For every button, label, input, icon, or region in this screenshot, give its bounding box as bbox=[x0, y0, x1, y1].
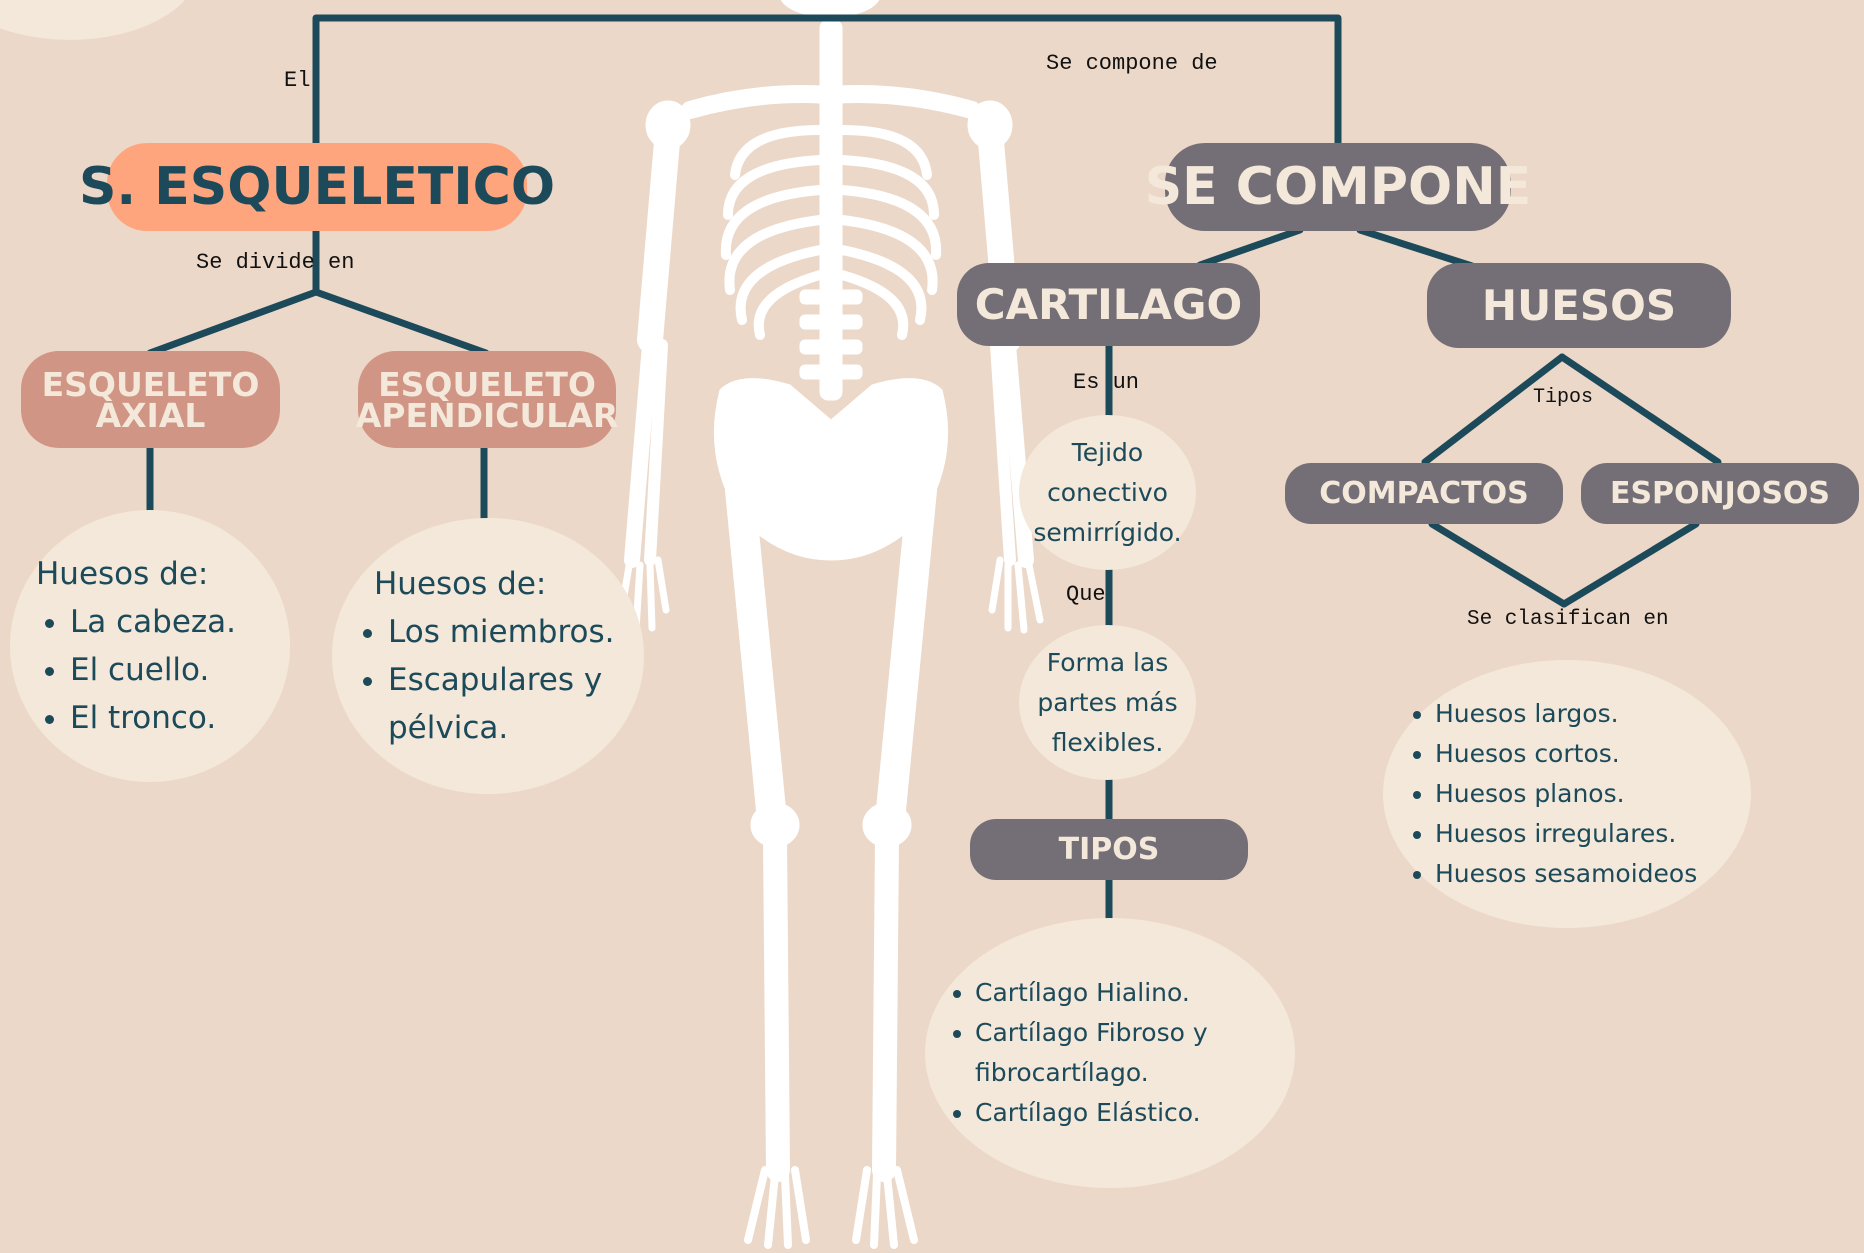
node-compactos: COMPACTOS bbox=[1285, 463, 1563, 524]
list-item: Huesos sesamoideos bbox=[1435, 854, 1751, 894]
list-item: El tronco. bbox=[70, 694, 290, 742]
list-item: Huesos largos. bbox=[1435, 694, 1751, 734]
bubble-tipos-cartilago-list: Cartílago Hialino. Cartílago Fibroso y f… bbox=[945, 973, 1281, 1133]
node-tipos-cartilago: TIPOS bbox=[970, 819, 1248, 880]
node-esponjosos: ESPONJOSOS bbox=[1581, 463, 1859, 524]
node-esqueleto-apendicular: ESQUELETO APENDICULAR bbox=[358, 351, 616, 448]
bubble-forma-text: Forma las partes más flexibles. bbox=[1029, 643, 1186, 763]
list-item: Huesos irregulares. bbox=[1435, 814, 1751, 854]
bubble-tejido-text: Tejido conectivo semirrígido. bbox=[1025, 433, 1190, 553]
bubble-clasificacion-list: Huesos largos. Huesos cortos. Huesos pla… bbox=[1403, 694, 1751, 894]
label-tipos: Tipos bbox=[1533, 386, 1593, 409]
bubble-apendicular-list: Los miembros. Escapulares y pélvica. bbox=[354, 608, 624, 752]
list-item: La cabeza. bbox=[70, 598, 290, 646]
node-huesos: HUESOS bbox=[1427, 263, 1731, 348]
node-esqueleto-axial: ESQUELETO AXIAL bbox=[21, 351, 280, 448]
bubble-apendicular: Huesos de: Los miembros. Escapulares y p… bbox=[332, 518, 644, 794]
node-sistema-esqueletico: S. ESQUELETICO bbox=[107, 143, 527, 231]
list-item: Escapulares y pélvica. bbox=[388, 656, 624, 752]
bubble-axial: Huesos de: La cabeza. El cuello. El tron… bbox=[10, 510, 290, 782]
list-item: Cartílago Fibroso y fibrocartílago. bbox=[975, 1013, 1281, 1093]
list-item: Huesos cortos. bbox=[1435, 734, 1751, 774]
node-se-compone: SE COMPONE bbox=[1165, 143, 1511, 231]
list-item: El cuello. bbox=[70, 646, 290, 694]
bubble-tejido: Tejido conectivo semirrígido. bbox=[1019, 415, 1196, 570]
list-item: Huesos planos. bbox=[1435, 774, 1751, 814]
bubble-tipos-cartilago: Cartílago Hialino. Cartílago Fibroso y f… bbox=[925, 918, 1295, 1188]
bubble-clasificacion: Huesos largos. Huesos cortos. Huesos pla… bbox=[1383, 660, 1751, 928]
label-se-divide-en: Se divide en bbox=[196, 250, 354, 275]
label-es-un: Es un bbox=[1073, 370, 1139, 395]
list-item: Los miembros. bbox=[388, 608, 624, 656]
label-se-clasifican-en: Se clasifican en bbox=[1467, 608, 1669, 631]
label-se-compone-de: Se compone de bbox=[1046, 51, 1218, 76]
node-cartilago: CARTILAGO bbox=[957, 263, 1260, 346]
list-item: Cartílago Elástico. bbox=[975, 1093, 1281, 1133]
bubble-axial-list: La cabeza. El cuello. El tronco. bbox=[36, 598, 290, 742]
label-el: El bbox=[284, 68, 310, 93]
bubble-forma: Forma las partes más flexibles. bbox=[1019, 625, 1196, 780]
bubble-apendicular-heading: Huesos de: bbox=[354, 560, 644, 608]
label-que: Que bbox=[1066, 582, 1106, 607]
list-item: Cartílago Hialino. bbox=[975, 973, 1281, 1013]
bubble-axial-heading: Huesos de: bbox=[36, 550, 290, 598]
